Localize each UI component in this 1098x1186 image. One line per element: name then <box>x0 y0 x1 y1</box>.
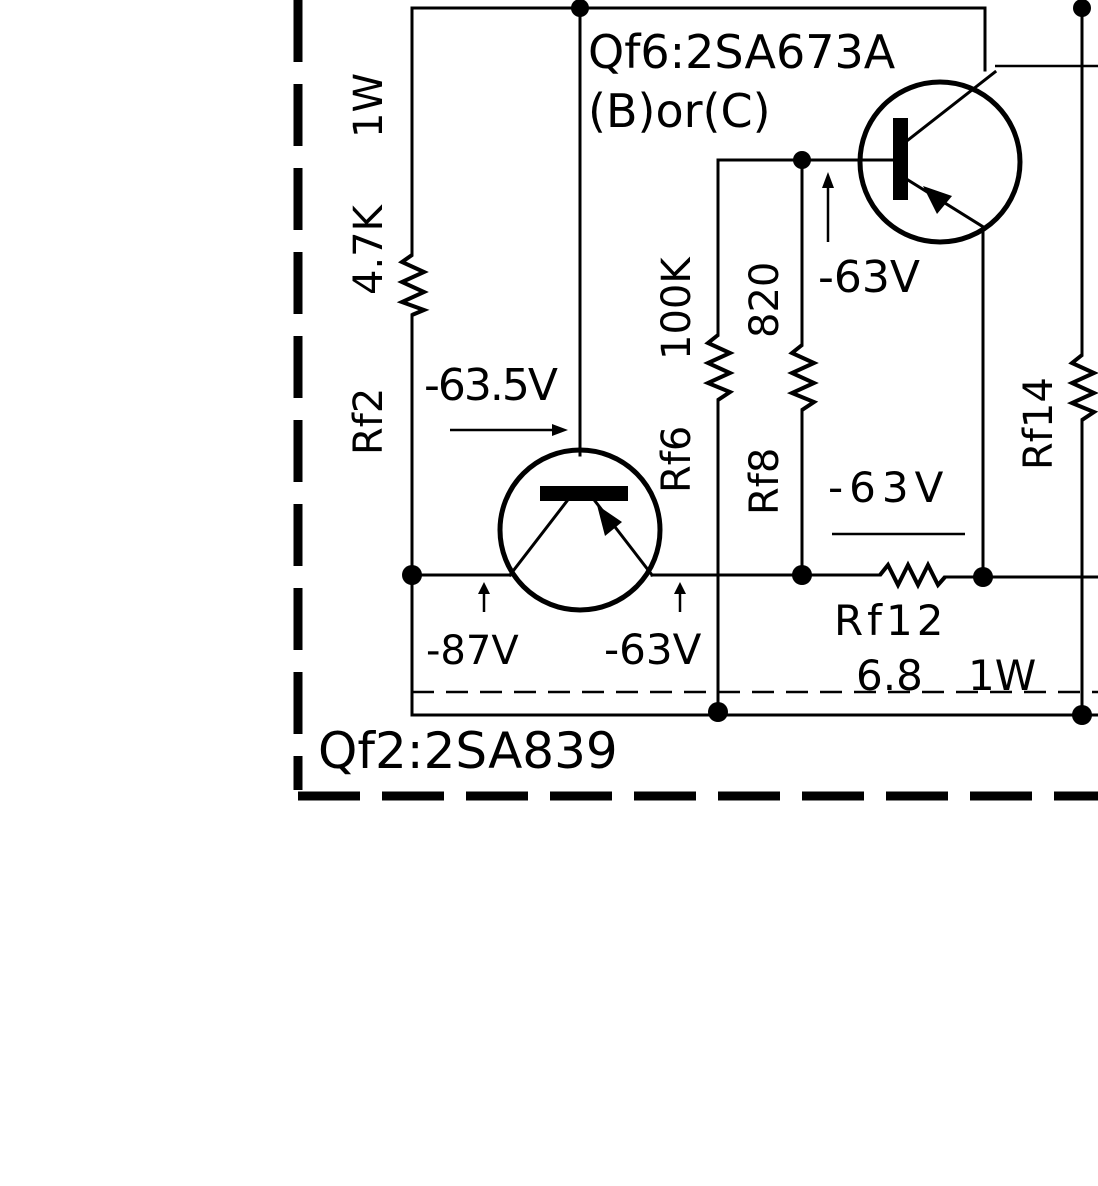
junction-nodes <box>402 0 1092 725</box>
rf8-ref-label: Rf8 <box>742 448 788 515</box>
qf6-grade-label: (B)or(C) <box>588 84 771 138</box>
resistor-rf12-symbol <box>878 560 947 590</box>
resistor-rf14-symbol <box>1066 353 1098 422</box>
resistor-rf8-symbol <box>786 343 819 412</box>
voltage-qf2-emitter-side: -63V <box>828 463 949 512</box>
voltage-qf6-base: -63V <box>818 252 920 303</box>
rf6-ref-label: Rf6 <box>654 426 700 493</box>
voltage-qf2-right: -63V <box>604 625 702 674</box>
rf6-value-label: 100K <box>654 256 700 360</box>
resistor-rf6-symbol <box>702 333 735 402</box>
qf6-name-label: Qf6:2SA673A <box>588 25 896 79</box>
resistor-rf2-symbol <box>396 253 430 317</box>
voltage-qf2-left: -87V <box>426 628 519 674</box>
wiring <box>410 6 1098 717</box>
voltage-qf2-base: -63.5V <box>424 360 558 411</box>
transistor-qf6-symbol <box>857 69 1023 245</box>
rf8-value-label: 820 <box>742 262 788 338</box>
rf2-ref-label: Rf2 <box>346 388 392 455</box>
rf12-value-label: 6.8 <box>856 651 923 700</box>
rf2-value-label: 4.7K <box>346 203 392 295</box>
module-boundary <box>293 0 1098 801</box>
transistor-qf2-symbol <box>497 447 663 613</box>
rf12-power-label: 1W <box>968 651 1036 700</box>
rf14-ref-label: Rf14 <box>1016 377 1062 470</box>
rf2-power-label: 1W <box>346 73 392 138</box>
rf12-ref-label: Rf12 <box>834 596 947 645</box>
qf2-name-label: Qf2:2SA839 <box>318 722 618 780</box>
voltage-arrows <box>450 172 965 612</box>
